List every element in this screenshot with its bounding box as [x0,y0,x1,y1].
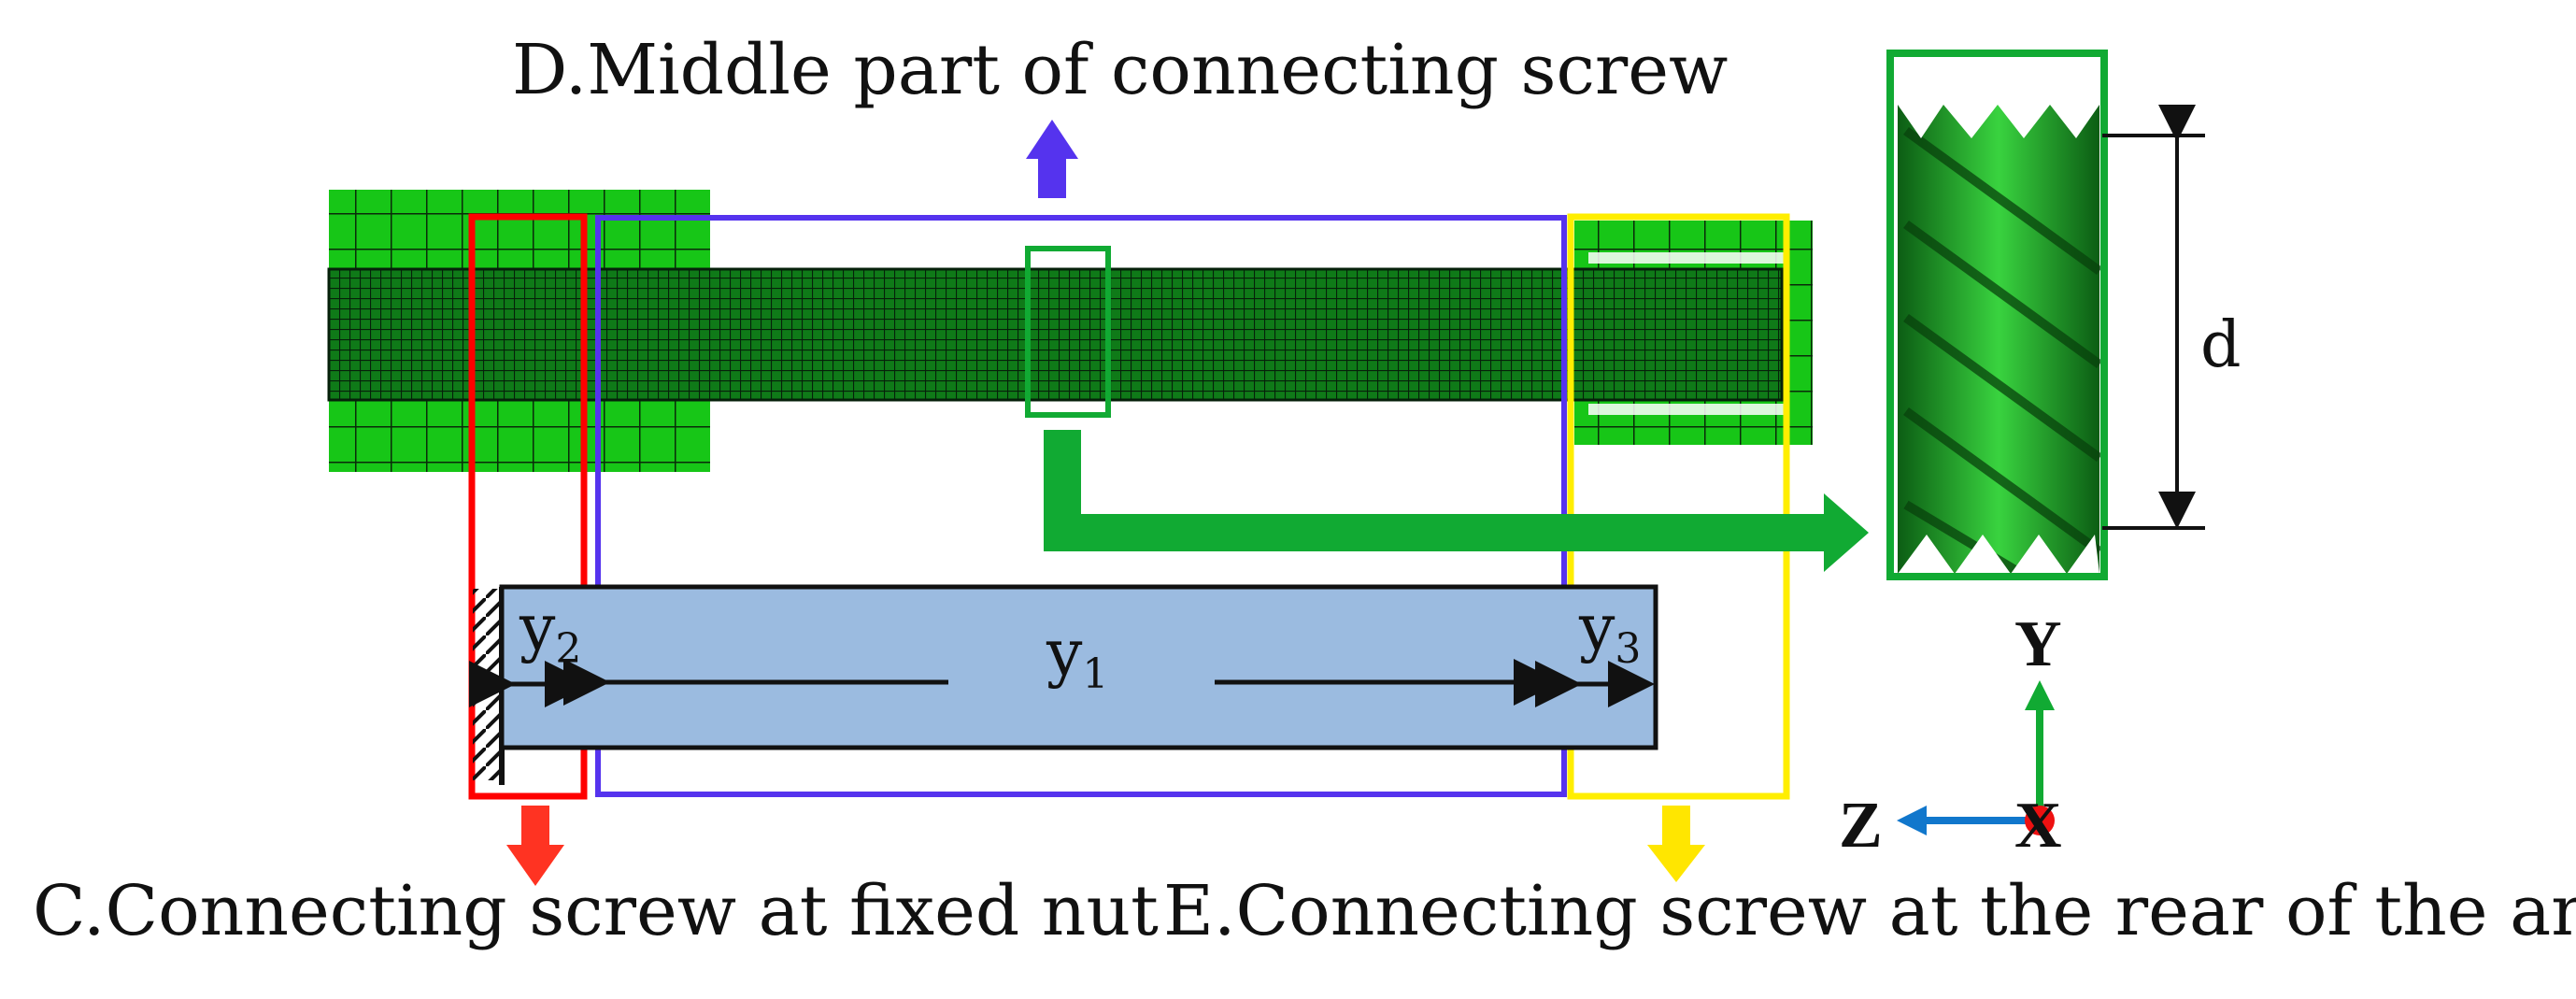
beam-body [499,584,1658,750]
coordinate-axes: Y Z X [1839,608,2062,862]
fixed-nut-box [468,213,588,800]
wall-hatch [473,589,501,780]
thread-top-teeth [1898,105,2099,138]
diameter-label: d [2200,308,2242,382]
beam-model: y2 y1 y3 [469,584,1658,785]
z-axis-arrowhead [1897,806,1927,835]
rear-anchor-label: E.Connecting screw at the rear of the an… [1163,871,2576,951]
z-axis-label: Z [1839,790,1883,862]
middle-section-box [595,215,1567,797]
rear-anchor-box [1567,213,1790,800]
thread-bottom-teeth [1898,535,2099,574]
y2-label: y2 [519,592,581,673]
screw-shaft-mesh [329,269,1782,400]
x-axis-label: X [2014,790,2062,862]
thread-ridges [1903,126,2102,577]
y1-label: y1 [1046,617,1108,698]
screw-shaft-outline [327,267,1784,402]
fixed-nut-arrow [506,806,564,886]
anchor-cavity [1588,252,1785,264]
y3-label: y3 [1578,592,1641,673]
screw-mesh-model [327,190,1813,472]
x-axis-origin-dot [2025,806,2055,835]
fixed-nut-label: C.Connecting screw at fixed nut [33,871,1159,951]
middle-section-label: D.Middle part of connecting screw [512,30,1728,110]
enlarged-thread-detail [1898,105,2102,577]
detail-callout-arrow [1044,430,1869,572]
middle-section-arrow [1026,120,1078,198]
detail-source-box [1025,246,1111,418]
rear-anchor-arrow [1647,806,1705,882]
y-axis-arrowhead [2025,680,2055,710]
y-axis-label: Y [2014,608,2062,680]
anchor-cavity [1588,404,1785,415]
detail-zoom-box [1886,50,2108,580]
